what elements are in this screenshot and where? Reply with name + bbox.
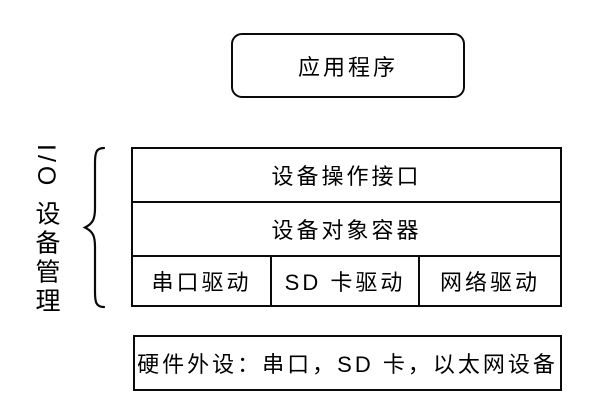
driver-network-label: 网络驱动 [439,270,540,295]
driver-serial-cell: 串口驱动 [133,257,272,305]
device-operation-interface-label: 设备操作接口 [271,164,422,189]
io-device-management-label: I/O 设备管理 [32,144,60,317]
application-label: 应用程序 [297,54,398,80]
driver-network-cell: 网络驱动 [420,257,560,305]
hardware-peripherals-label: 硬件外设：串口，SD 卡，以太网设备 [137,352,558,377]
hardware-peripherals-box: 硬件外设：串口，SD 卡，以太网设备 [133,335,562,391]
layer-device-object-container: 设备对象容器 [133,203,560,257]
curly-brace-icon [82,146,106,309]
driver-row: 串口驱动 SD 卡驱动 网络驱动 [133,257,560,305]
io-management-stack: 设备操作接口 设备对象容器 串口驱动 SD 卡驱动 网络驱动 [131,147,562,307]
driver-serial-label: 串口驱动 [151,270,252,295]
driver-sdcard-cell: SD 卡驱动 [272,257,420,305]
device-object-container-label: 设备对象容器 [271,218,422,243]
driver-sdcard-label: SD 卡驱动 [284,270,406,295]
layer-device-operation-interface: 设备操作接口 [133,149,560,203]
application-box: 应用程序 [231,33,465,98]
